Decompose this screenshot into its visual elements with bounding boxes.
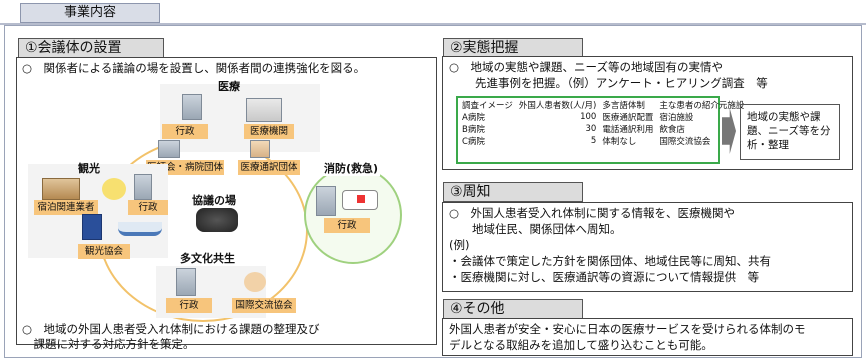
tourism-title: 観光 (78, 162, 100, 175)
medical-title: 医療 (218, 80, 240, 93)
sec1-title: ①会議体の設置 (18, 38, 164, 58)
referral-source: 宿泊施設 (659, 113, 694, 123)
hospital-name: C病院 (462, 137, 485, 147)
people-icon (244, 272, 266, 292)
arrow-right-icon (722, 108, 736, 154)
sec2-line1: ○ 地域の実態や課題、ニーズ等の地域固有の実情や (449, 60, 723, 74)
patient-count: 100 (580, 112, 597, 122)
government-building-icon (182, 94, 202, 120)
patient-count: 5 (590, 136, 597, 146)
medical-institution-label: 医療機関 (244, 124, 294, 139)
sec3-line: 地域住民、関係団体へ周知。 (449, 222, 622, 236)
council-title: 協議の場 (192, 194, 236, 207)
international-exchange-label: 国際交流協会 (232, 298, 296, 313)
staff-icon (102, 178, 126, 200)
survey-header: 主な患者の紹介元施設 (659, 101, 745, 111)
header-rule (0, 23, 866, 25)
survey-header: 調査イメージ (462, 101, 513, 111)
language-support: 体制なし (602, 137, 637, 147)
sec1-panel (16, 57, 437, 345)
sec4-title: ④その他 (443, 299, 583, 319)
tourism-poster-icon (82, 214, 102, 240)
sec4-panel: 外国人患者が安全・安心に日本の医療サービスを受けられる体制のモ デルとなる取組み… (442, 318, 853, 356)
tourism-association-label: 観光協会 (78, 244, 130, 259)
interpreter-icon (250, 140, 270, 158)
content-frame (4, 25, 862, 358)
survey-header: 多言語体制 (602, 101, 645, 111)
fire-admin-label: 行政 (324, 218, 370, 233)
survey-header: 外国人患者数(人/月) (518, 101, 597, 111)
hospital-name: B病院 (462, 125, 485, 135)
fire-government-icon (316, 186, 336, 216)
multicultural-title: 多文化共生 (180, 252, 235, 265)
sec3-title: ③周知 (443, 182, 583, 202)
sec4-line1: 外国人患者が安全・安心に日本の医療サービスを受けられる体制のモ (449, 322, 806, 336)
hospital-name: A病院 (462, 113, 485, 123)
sec2-title: ②実態把握 (443, 38, 583, 58)
sec2-line2: 先進事例を把握。（例）アンケート・ヒアリング調査 等 (475, 76, 768, 90)
tourism-admin-label: 行政 (128, 200, 168, 215)
medical-association-icon (158, 140, 180, 158)
hospital-icon (246, 98, 282, 122)
multicultural-admin-label: 行政 (166, 298, 212, 313)
meeting-icon (196, 208, 238, 232)
sec3-line: ・会議体で策定した方針を関係団体、地域住民等に周知、共有 (449, 254, 771, 268)
sec3-panel: ○ 外国人患者受入れ体制に関する情報を、医療機関や 地域住民、関係団体へ周知。 … (442, 202, 853, 292)
patient-count: 30 (585, 124, 597, 134)
language-support: 電話通訳利用 (602, 125, 654, 135)
referral-source: 飲食店 (659, 125, 685, 135)
sec1-bottom-text-1: ○ 地域の外国人患者受入れ体制における課題の整理及び (22, 322, 320, 336)
tourism-government-icon (134, 174, 152, 200)
analysis-line1: 地域の実態や課 (747, 111, 821, 123)
sec3-line: ・医療機関に対し、医療通訳等の資源について情報提供 等 (449, 270, 760, 284)
sec3-line: ○ 外国人患者受入れ体制に関する情報を、医療機関や (449, 206, 736, 220)
survey-table: 調査イメージ 外国人患者数(人/月) 多言語体制 主な患者の紹介元施設 A病院 … (459, 99, 747, 147)
survey-table-frame: 調査イメージ 外国人患者数(人/月) 多言語体制 主な患者の紹介元施設 A病院 … (456, 96, 744, 164)
sec1-top-text: ○ 関係者による議論の場を設置し、関係者間の連携強化を図る。 (22, 61, 366, 75)
hotel-icon (42, 178, 80, 200)
sec1-bottom-text-2: 課題に対する対応方針を策定。 (22, 337, 195, 351)
referral-source: 国際交流協会 (659, 137, 711, 147)
fire-title: 消防(救急) (322, 160, 381, 176)
table-row: A病院 100 医療通訳配置 宿泊施設 (459, 111, 747, 123)
analysis-line3: 析・整理 (747, 139, 789, 151)
analysis-box: 地域の実態や課 題、ニーズ等を分 析・整理 (740, 104, 840, 160)
multicultural-government-icon (176, 268, 196, 296)
table-row: B病院 30 電話通訳利用 飲食店 (459, 123, 747, 135)
language-support: 医療通訳配置 (602, 113, 654, 123)
ambulance-icon (342, 190, 378, 210)
sec3-line: (例) (449, 238, 470, 252)
lodging-label: 宿泊関連業者 (34, 200, 98, 215)
medical-admin-label: 行政 (162, 124, 208, 139)
header-tab: 事業内容 (20, 3, 160, 23)
sec4-line2: デルとなる取組みを追加して盛り込むことも可能。 (449, 338, 713, 352)
interpreter-group-label: 医療通訳団体 (238, 160, 300, 175)
analysis-line2: 題、ニーズ等を分 (747, 125, 831, 137)
sec2-panel: ○ 地域の実態や課題、ニーズ等の地域固有の実情や 先進事例を把握。（例）アンケー… (442, 56, 853, 170)
table-row: C病院 5 体制なし 国際交流協会 (459, 135, 747, 147)
cruise-ship-icon (118, 222, 162, 236)
